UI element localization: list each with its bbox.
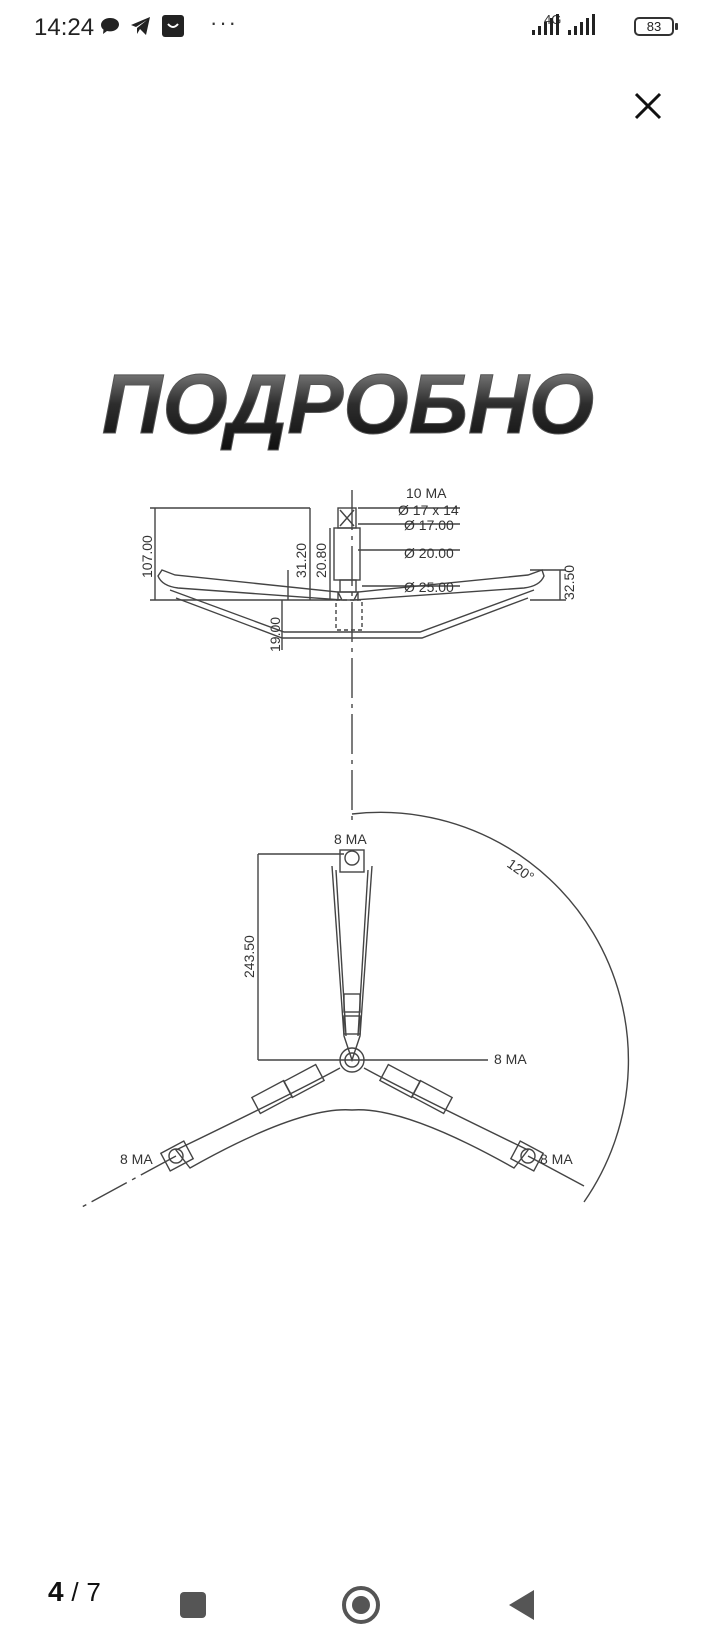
label-right-arm-thread: 8 MA xyxy=(540,1151,573,1167)
status-bar: 14:24 ··· 4G 83 xyxy=(0,0,720,56)
circle-home-icon xyxy=(342,1586,380,1624)
telegram-icon xyxy=(130,16,152,41)
recents-button[interactable] xyxy=(178,1590,208,1625)
label-angle: 120° xyxy=(504,855,537,885)
label-diam-20: Ø 20.00 xyxy=(404,545,454,561)
label-height-32-50: 32.50 xyxy=(561,565,577,600)
label-height-20-80: 20.80 xyxy=(313,543,329,578)
label-top-arm-thread: 8 MA xyxy=(334,831,367,847)
home-button[interactable] xyxy=(340,1584,382,1631)
overflow-dots: ··· xyxy=(210,10,238,35)
page-separator: / xyxy=(71,1577,79,1607)
viewer-image: ПОДРОБНО 10 MA Ø 17 x 14 xyxy=(79,357,630,1209)
app-notification-icon xyxy=(162,15,184,42)
chat-bubble-icon xyxy=(100,17,120,40)
label-diam-25: Ø 25.00 xyxy=(404,579,454,595)
close-button[interactable] xyxy=(628,86,668,126)
page-total: 7 xyxy=(86,1577,101,1607)
label-arm-length: 243.50 xyxy=(241,935,257,978)
top-view-labels: 8 MA 243.50 8 MA 8 MA 8 MA 120° xyxy=(120,831,573,1167)
label-height-107: 107.00 xyxy=(139,535,155,578)
close-icon xyxy=(634,92,662,120)
drawing-top-view xyxy=(79,811,630,1209)
side-view-labels: 10 MA Ø 17 x 14 Ø 17.00 Ø 20.00 Ø 25.00 … xyxy=(139,485,577,652)
square-icon xyxy=(180,1592,206,1618)
label-center-thread: 8 MA xyxy=(494,1051,527,1067)
triangle-back-icon xyxy=(509,1590,534,1620)
label-depth-19: 19.00 xyxy=(267,617,283,652)
image-headline: ПОДРОБНО xyxy=(102,357,594,451)
label-height-31-20: 31.20 xyxy=(293,543,309,578)
battery-icon: 83 xyxy=(634,17,678,36)
label-thread-top: 10 MA xyxy=(406,485,447,501)
label-diam-17x14: Ø 17 x 14 xyxy=(398,502,459,518)
signal-icon xyxy=(530,14,560,41)
label-left-arm-thread: 8 MA xyxy=(120,1151,153,1167)
page-current: 4 xyxy=(48,1576,64,1607)
status-time: 14:24 xyxy=(34,14,95,41)
page-counter: 4 / 7 xyxy=(48,1576,101,1608)
drawing-side-view xyxy=(150,490,566,820)
label-diam-17: Ø 17.00 xyxy=(404,517,454,533)
signal-icon xyxy=(566,14,596,41)
back-button[interactable] xyxy=(506,1588,536,1627)
